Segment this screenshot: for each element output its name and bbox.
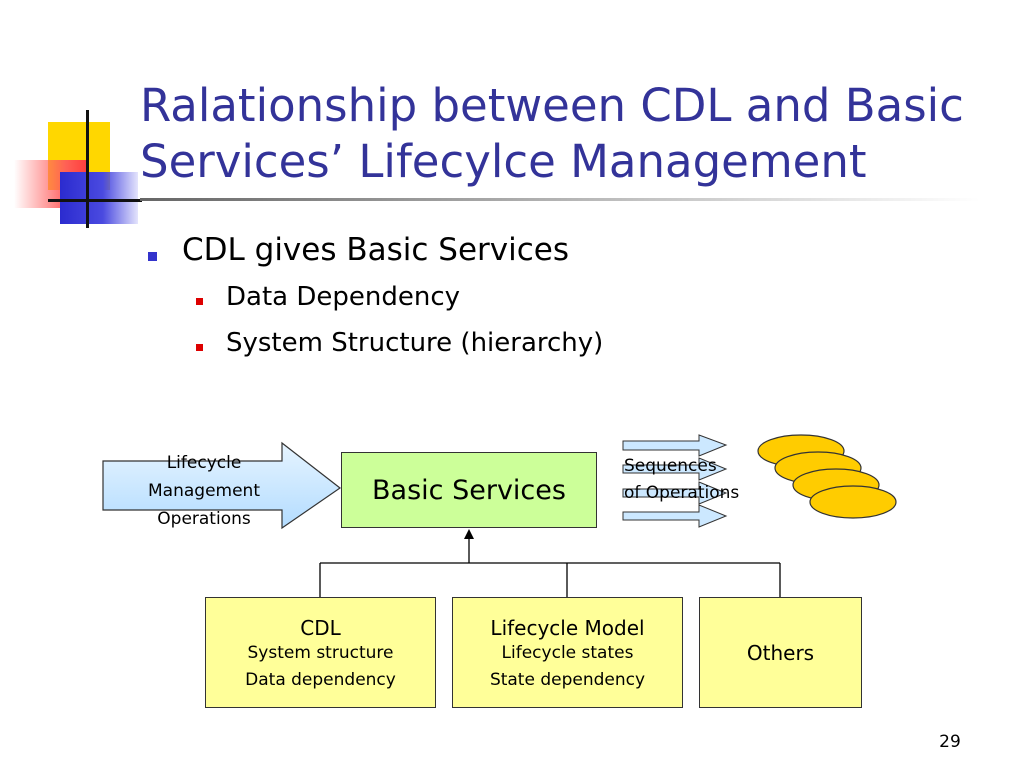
input-arrow: [102, 441, 342, 530]
slide-title: Ralationship between CDL and Basic Servi…: [140, 78, 1000, 190]
bullet-level2: Data Dependency: [226, 282, 460, 312]
title-line-2: Services’ Lifecylce Management: [140, 135, 867, 188]
up-arrowhead-icon: [464, 529, 474, 539]
output-arrow: [622, 457, 728, 481]
box-line: System structure: [247, 643, 394, 663]
output-arrow: [622, 481, 728, 505]
title-line-1: Ralationship between CDL and Basic: [140, 79, 964, 132]
box-line: State dependency: [489, 670, 646, 690]
logo-blue-square: [60, 172, 138, 224]
label-line: Sequences: [624, 456, 717, 476]
operation-ellipses: [757, 434, 897, 519]
title-underline: [140, 198, 980, 201]
label-line: Lifecycle: [166, 453, 242, 473]
label-line: Operations: [157, 509, 251, 529]
box-line: Data dependency: [245, 670, 396, 690]
output-label: Sequences of Operations: [624, 453, 739, 507]
logo-vertical-line: [86, 110, 89, 228]
input-arrow-label: Lifecycle Management Operations: [128, 449, 280, 533]
cdl-box: CDL System structure Data dependency: [205, 597, 436, 708]
bullet-level1: CDL gives Basic Services: [182, 232, 570, 268]
label-line: of Operations: [624, 483, 740, 503]
bullet-marker-icon: [196, 298, 203, 305]
output-arrow: [622, 434, 728, 457]
output-arrows: [622, 434, 728, 528]
bullet-level2: System Structure (hierarchy): [226, 328, 604, 358]
bullet-marker-icon: [196, 344, 203, 351]
box-title: CDL: [300, 616, 341, 640]
basic-services-box: Basic Services: [341, 452, 597, 528]
bullet-marker-icon: [148, 252, 157, 261]
box-title: Lifecycle Model: [490, 616, 645, 640]
page-number: 29: [939, 732, 961, 752]
logo-horizontal-line: [48, 199, 142, 202]
box-title: Others: [746, 641, 815, 665]
lifecycle-model-box: Lifecycle Model Lifecycle states State d…: [452, 597, 683, 708]
others-box: Others: [699, 597, 862, 708]
operation-ellipse: [809, 485, 897, 519]
box-line: Lifecycle states: [501, 643, 634, 663]
connector-lines: [319, 538, 781, 597]
output-arrow: [622, 504, 728, 528]
label-line: Management: [148, 481, 260, 501]
